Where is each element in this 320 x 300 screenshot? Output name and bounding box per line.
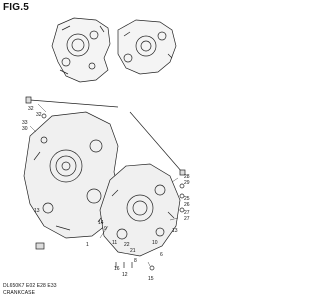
callout-labels: 32 33 30 32 13 1 28 29 25 26 27 27 13 15… [22,106,190,282]
crankcase-left-half [23,111,121,239]
callout: 6 [160,252,163,258]
figure-title: FIG.5 [3,2,30,13]
crankcase-right-view [117,19,177,75]
long-bolt-left [25,96,119,108]
callout: 29 [184,180,190,186]
callout: 21 [130,248,136,254]
callout: 25 [184,196,190,202]
small-parts [35,113,185,271]
callout: 16 [114,266,120,272]
callout: 27 [184,216,190,222]
callout: 28 [184,174,190,180]
crankcase-exploded-diagram: 32 33 30 32 13 1 28 29 25 26 27 27 13 15… [22,17,190,282]
callout: 14 [98,220,104,226]
callout: 13 [172,228,178,234]
callout: 9 [104,226,107,232]
callout: 15 [148,276,154,282]
leader-lines [29,103,179,267]
callout: 10 [152,240,158,246]
callout: 13 [34,208,40,214]
callout: 30 [22,126,28,132]
figure-model-code: DL650K7 E02 E28 E33 [3,283,57,289]
callout: 26 [184,202,190,208]
callout: 22 [124,242,130,248]
callout: 1 [86,242,89,248]
callout: 32 [28,106,34,112]
crankcase-right-half [99,163,181,257]
callout: 33 [22,120,28,126]
figure-name: CRANKCASE [3,290,36,296]
callout: 32 [36,112,42,118]
callout: 8 [134,258,137,264]
crankcase-left-view [51,17,111,83]
callout: 11 [112,240,117,246]
long-stud-right [129,111,186,176]
callout: 12 [122,272,128,278]
callout: 27 [184,210,190,216]
